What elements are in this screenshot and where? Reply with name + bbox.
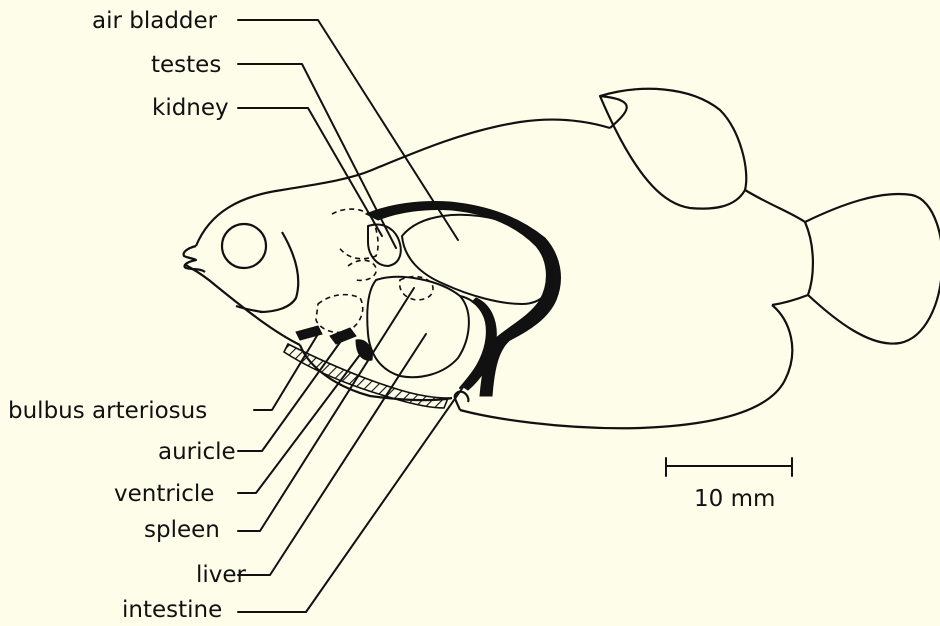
scale-bar: 10 mm bbox=[666, 458, 792, 512]
label-spleen: spleen bbox=[144, 517, 220, 543]
label-ventricle: ventricle bbox=[114, 481, 214, 507]
label-intestine: intestine bbox=[122, 597, 222, 623]
scale-bar-line bbox=[666, 458, 792, 476]
scale-bar-label: 10 mm bbox=[694, 486, 775, 512]
label-testes: testes bbox=[151, 52, 221, 78]
bulbus-arteriosus-mark bbox=[296, 326, 322, 340]
leader-intestine bbox=[238, 380, 468, 612]
label-auricle: auricle bbox=[158, 439, 236, 465]
pericardium bbox=[316, 295, 363, 333]
organs bbox=[284, 202, 560, 409]
label-air-bladder: air bladder bbox=[92, 8, 218, 34]
leader-kidney bbox=[238, 108, 382, 236]
auricle-mark bbox=[330, 328, 356, 344]
label-bulbus-arteriosus: bulbus arteriosus bbox=[8, 398, 207, 424]
testes bbox=[368, 225, 401, 267]
liver bbox=[367, 277, 469, 377]
leader-bulbus-arteriosus bbox=[254, 334, 318, 410]
label-kidney: kidney bbox=[152, 95, 229, 121]
fish-body-outline bbox=[184, 89, 940, 428]
